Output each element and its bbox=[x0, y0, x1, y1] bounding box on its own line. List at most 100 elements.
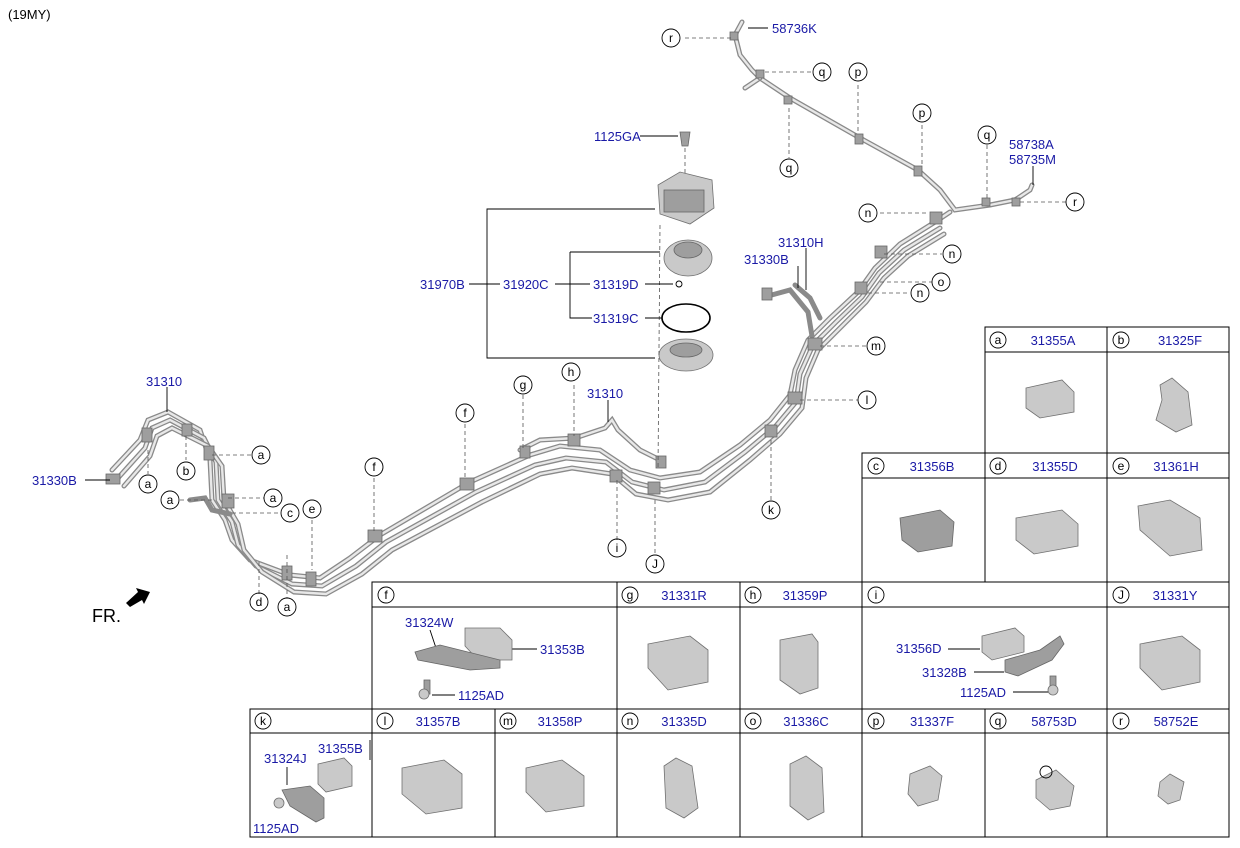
ref-circle-p-2: p bbox=[912, 103, 932, 123]
svg-text:n: n bbox=[917, 286, 924, 300]
svg-text:q: q bbox=[995, 714, 1002, 728]
svg-text:h: h bbox=[750, 588, 757, 602]
svg-text:a: a bbox=[284, 600, 291, 614]
front-label: FR. bbox=[92, 606, 121, 626]
cell-a-part: 31355A bbox=[1031, 333, 1076, 348]
cell-e-part: 31361H bbox=[1153, 459, 1199, 474]
ref-circle-n-1: n bbox=[858, 203, 878, 223]
svg-text:n: n bbox=[949, 247, 956, 261]
fuel-pipe-bundle bbox=[109, 19, 1035, 597]
svg-text:l: l bbox=[384, 714, 387, 728]
ref-circle-n-3: n bbox=[910, 283, 930, 303]
svg-text:f: f bbox=[372, 460, 376, 474]
cell-d-part: 31355D bbox=[1032, 459, 1078, 474]
part-number-58738A: 58738A bbox=[1009, 137, 1054, 152]
part-number-31920C: 31920C bbox=[503, 277, 549, 292]
svg-text:m: m bbox=[503, 714, 513, 728]
cell-J-part: 31331Y bbox=[1153, 588, 1198, 603]
callout-leaders bbox=[85, 27, 1066, 598]
ref-circle-f-1: f bbox=[455, 403, 475, 423]
ref-circle-J: J bbox=[645, 554, 665, 574]
cell-g-part: 31331R bbox=[661, 588, 707, 603]
ref-circle-n-2: n bbox=[942, 244, 962, 264]
svg-text:a: a bbox=[145, 477, 152, 491]
ref-circle-l: l bbox=[857, 390, 877, 410]
svg-text:q: q bbox=[786, 161, 793, 175]
part-number-31319D: 31319D bbox=[593, 277, 639, 292]
svg-text:31324J: 31324J bbox=[264, 751, 307, 766]
ref-circle-h: h bbox=[561, 362, 581, 382]
part-number-31310-left: 31310 bbox=[146, 374, 182, 389]
svg-text:31328B: 31328B bbox=[922, 665, 967, 680]
svg-text:31324W: 31324W bbox=[405, 615, 454, 630]
cell-k-parts: 31324J 31355B 1125AD bbox=[249, 740, 371, 837]
svg-text:J: J bbox=[1118, 588, 1124, 602]
svg-text:k: k bbox=[768, 503, 775, 517]
svg-text:a: a bbox=[258, 448, 265, 462]
cell-m-part: 31358P bbox=[538, 714, 583, 729]
ref-circle-q-mid: q bbox=[779, 158, 799, 178]
svg-text:r: r bbox=[1119, 714, 1123, 728]
svg-text:g: g bbox=[627, 588, 634, 602]
ref-circle-m: m bbox=[866, 336, 886, 356]
svg-text:g: g bbox=[520, 378, 527, 392]
cell-r: r 58752E bbox=[1112, 712, 1199, 730]
svg-text:a: a bbox=[995, 333, 1002, 347]
cell-f-parts: 31324W 31353B 1125AD bbox=[405, 615, 585, 703]
front-arrow-icon bbox=[126, 588, 150, 607]
svg-text:l: l bbox=[866, 393, 869, 407]
ref-circle-k: k bbox=[761, 500, 781, 520]
ref-circle-a-1: a bbox=[251, 445, 271, 465]
part-number-31330B-right: 31330B bbox=[744, 252, 789, 267]
svg-text:a: a bbox=[167, 493, 174, 507]
fuel-filter-assembly bbox=[657, 131, 715, 471]
diagram-part-numbers: 31310 31330B 31310 31310H 31330B 1125GA … bbox=[32, 21, 1056, 488]
cell-r-part: 58752E bbox=[1154, 714, 1199, 729]
svg-text:h: h bbox=[568, 365, 575, 379]
svg-text:p: p bbox=[873, 714, 880, 728]
cell-b-part: 31325F bbox=[1158, 333, 1202, 348]
svg-text:e: e bbox=[1118, 459, 1125, 473]
svg-text:o: o bbox=[750, 714, 757, 728]
svg-text:1125AD: 1125AD bbox=[253, 821, 299, 836]
part-number-31330B-left: 31330B bbox=[32, 473, 77, 488]
svg-text:d: d bbox=[256, 595, 263, 609]
cell-e: e 31361H bbox=[1112, 457, 1199, 475]
cell-n-part: 31335D bbox=[661, 714, 707, 729]
ref-circle-r-top: r bbox=[661, 28, 681, 48]
cell-k: k bbox=[254, 712, 272, 730]
diagram-reference-circles: r q p p q q r n n o n m l k J i h g f f … bbox=[138, 28, 1085, 617]
ref-circle-o: o bbox=[931, 272, 951, 292]
svg-text:e: e bbox=[309, 502, 316, 516]
filter-callout-brackets bbox=[469, 135, 678, 359]
svg-text:q: q bbox=[819, 65, 826, 79]
cell-part-images bbox=[401, 377, 1203, 821]
ref-circle-c: c bbox=[280, 503, 300, 523]
ref-circle-q-right: q bbox=[977, 125, 997, 145]
svg-text:f: f bbox=[463, 406, 467, 420]
ref-circle-r-right: r bbox=[1065, 192, 1085, 212]
cell-g: g 31331R bbox=[621, 586, 707, 604]
part-number-58736K: 58736K bbox=[772, 21, 817, 36]
svg-text:p: p bbox=[855, 65, 862, 79]
part-number-58735M: 58735M bbox=[1009, 152, 1056, 167]
svg-text:1125AD: 1125AD bbox=[458, 688, 504, 703]
svg-text:1125AD: 1125AD bbox=[960, 685, 1006, 700]
ref-circle-e: e bbox=[302, 499, 322, 519]
part-number-1125GA: 1125GA bbox=[594, 129, 641, 144]
cell-q-part: 58753D bbox=[1031, 714, 1077, 729]
ref-circle-a-4: a bbox=[263, 488, 283, 508]
ref-circle-d: d bbox=[249, 592, 269, 612]
svg-text:31353B: 31353B bbox=[540, 642, 585, 657]
svg-text:n: n bbox=[865, 206, 872, 220]
ref-circle-b: b bbox=[176, 461, 196, 481]
svg-text:f: f bbox=[384, 588, 388, 602]
cell-c-part: 31356B bbox=[910, 459, 955, 474]
svg-text:31356D: 31356D bbox=[896, 641, 942, 656]
cell-f: f bbox=[377, 586, 395, 604]
